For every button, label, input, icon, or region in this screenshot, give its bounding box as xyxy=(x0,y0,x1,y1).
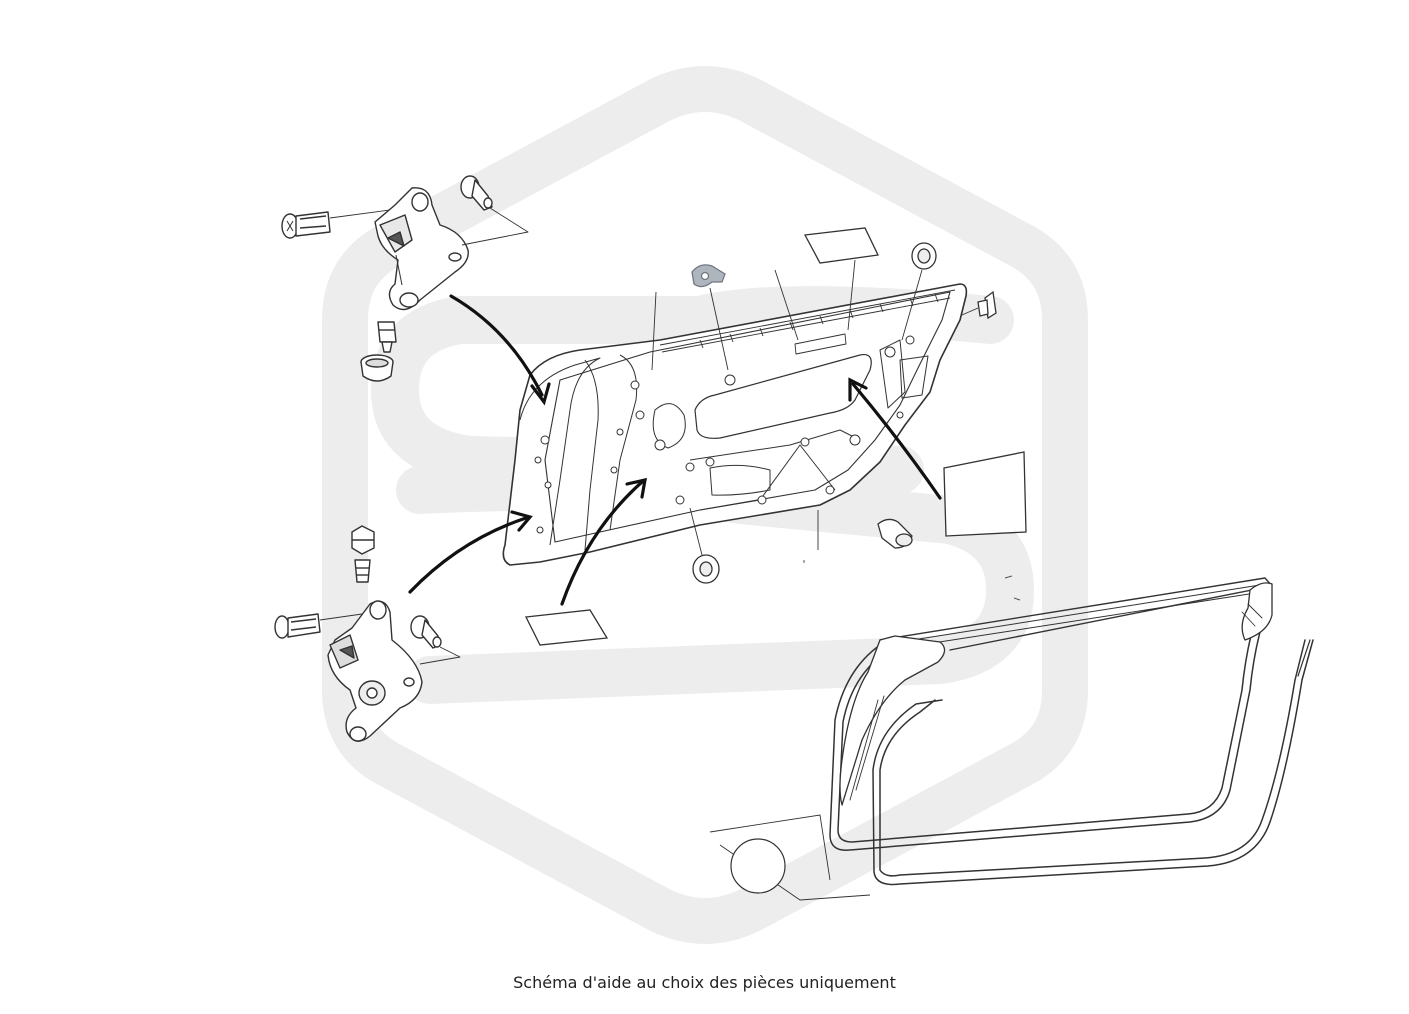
lower-hinge-pin xyxy=(410,615,442,649)
upper-hinge-cap xyxy=(360,354,394,382)
watermark-hexagon xyxy=(322,66,1088,944)
door-panel-outline xyxy=(502,283,968,566)
small-marks xyxy=(803,560,1021,601)
door-small-parts xyxy=(525,227,1027,646)
weatherstrip-inner xyxy=(829,599,1271,851)
door-window-opening xyxy=(694,353,872,439)
upper-hinge-assembly xyxy=(281,175,529,382)
arrow-upper-hinge xyxy=(449,294,544,397)
door-braces xyxy=(652,339,929,511)
upper-hinge-pin xyxy=(460,175,493,211)
deadener-sheet xyxy=(943,451,1027,537)
lower-hinge-assembly xyxy=(274,525,461,742)
label-sticker-top xyxy=(803,227,879,264)
door-panel-inner-frame xyxy=(544,291,951,543)
striker xyxy=(977,290,997,320)
door-panel-holes xyxy=(534,335,915,534)
door-label-area xyxy=(794,333,847,355)
weatherstrip-outer xyxy=(879,639,1306,877)
disclaimer-caption: Schéma d'aide au choix des pièces unique… xyxy=(513,973,896,992)
ball-part xyxy=(709,814,871,901)
belt-strip xyxy=(879,577,1273,651)
grommet-lower xyxy=(692,554,720,584)
lower-hinge-bolt xyxy=(274,613,321,639)
upper-hinge-bolt xyxy=(281,211,331,239)
label-sticker-bottom xyxy=(525,609,609,646)
upper-hinge-body xyxy=(374,187,469,311)
door-top-rail xyxy=(659,289,956,353)
arrow-deadener xyxy=(851,382,942,500)
highlighted-part xyxy=(691,264,726,288)
door-panel-edge-rib xyxy=(519,357,601,546)
lower-hinge-body xyxy=(327,600,423,742)
upper-hinge-fitting xyxy=(377,321,397,353)
bushing xyxy=(877,518,913,549)
door-inner-panel xyxy=(502,283,968,566)
door-weatherstrip xyxy=(829,577,1314,886)
arrow-lower-hinge xyxy=(408,516,528,594)
arrow-label xyxy=(560,480,644,606)
assembly-arrows xyxy=(408,294,942,606)
grommet-top xyxy=(911,242,937,270)
lower-hinge-nut xyxy=(351,525,375,583)
belt-strip-end xyxy=(839,635,946,806)
